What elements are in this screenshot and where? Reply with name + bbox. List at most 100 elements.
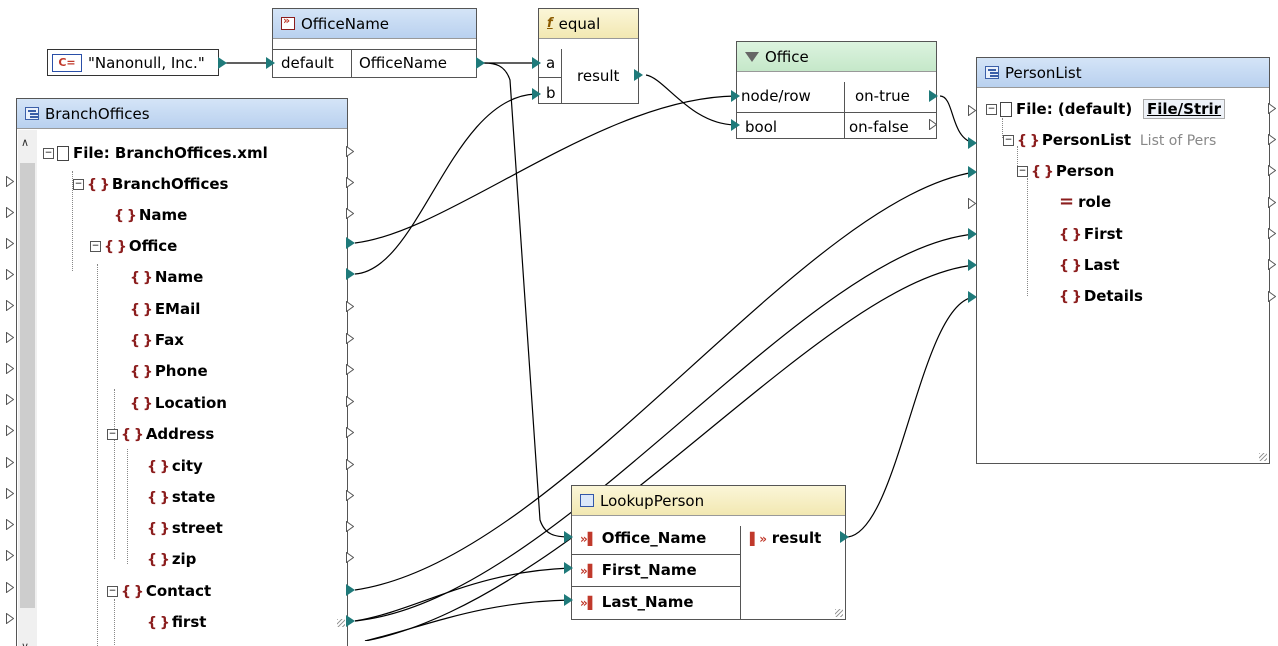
file-string-button[interactable]: File/Strir: [1142, 99, 1226, 119]
personlist-out-connector[interactable]: [1268, 259, 1276, 270]
output-connector-city[interactable]: [346, 459, 354, 470]
lookup-output-result[interactable]: ▌» result: [750, 529, 822, 547]
constant-value[interactable]: "Nanonull, Inc.": [88, 54, 205, 72]
personlist-title-bar[interactable]: PersonList: [977, 58, 1269, 88]
tree-item-person-last[interactable]: { }Last: [1059, 256, 1120, 274]
officename-default-connector[interactable]: [266, 57, 275, 69]
left-connector[interactable]: [6, 363, 14, 374]
output-connector-branchoffices[interactable]: [346, 177, 354, 188]
tree-item-role[interactable]: =role: [1059, 191, 1112, 212]
personlist-file-connector[interactable]: [968, 105, 976, 116]
left-connector[interactable]: [6, 238, 14, 249]
output-connector-zip[interactable]: [346, 552, 354, 563]
filter-office-component[interactable]: Office node/row bool on-true on-false: [736, 41, 937, 139]
equal-result-connector[interactable]: [634, 69, 643, 81]
output-connector-office[interactable]: [346, 237, 355, 249]
scroll-up-icon[interactable]: ∧: [21, 136, 30, 149]
constant-component[interactable]: C= "Nanonull, Inc.": [47, 49, 219, 76]
output-connector-first[interactable]: [346, 615, 355, 627]
left-connector[interactable]: [6, 300, 14, 311]
resize-grip-icon[interactable]: [1259, 453, 1267, 461]
output-connector-file[interactable]: [346, 146, 354, 157]
lookup-input-office-name[interactable]: »▌ Office_Name: [580, 529, 707, 547]
left-connector[interactable]: [6, 550, 14, 561]
output-connector-state[interactable]: [346, 490, 354, 501]
personlist-last-connector[interactable]: [968, 259, 977, 271]
lookupperson-component[interactable]: LookupPerson »▌ Office_Name »▌ First_Nam…: [571, 485, 846, 620]
tree-item-address[interactable]: −{ }Address: [107, 425, 215, 443]
tree-item-email[interactable]: { }EMail: [130, 300, 201, 318]
collapse-icon[interactable]: −: [107, 429, 118, 440]
personlist-file-row[interactable]: −File: (default) File/Strir: [986, 99, 1226, 119]
tree-item-location[interactable]: { }Location: [130, 394, 227, 412]
personlist-out-connector[interactable]: [1268, 228, 1276, 239]
lookup-officename-connector[interactable]: [564, 531, 573, 543]
branchoffices-file-row[interactable]: −File: BranchOffices.xml: [43, 143, 268, 163]
tree-item-first[interactable]: { }first: [147, 613, 207, 631]
personlist-role-connector[interactable]: [968, 198, 976, 209]
tree-item-office[interactable]: −{ }Office: [90, 237, 178, 255]
tree-item-contact[interactable]: −{ }Contact: [107, 582, 212, 600]
personlist-out-connector[interactable]: [1268, 197, 1276, 208]
filter-bool-connector[interactable]: [731, 119, 740, 131]
tree-item-office-name[interactable]: { }Name: [130, 268, 204, 286]
lookup-input-first-name[interactable]: »▌ First_Name: [580, 561, 697, 579]
vertical-scrollbar[interactable]: ∧ ∨: [18, 130, 37, 646]
tree-item-person[interactable]: −{ }Person: [1017, 162, 1115, 180]
personlist-target-component[interactable]: PersonList −File: (default) File/Strir −…: [976, 57, 1270, 464]
lookup-result-connector[interactable]: [840, 531, 849, 543]
left-connector[interactable]: [6, 269, 14, 280]
left-connector[interactable]: [6, 394, 14, 405]
equal-title-bar[interactable]: f equal: [539, 9, 638, 39]
personlist-out-connector[interactable]: [1268, 291, 1276, 302]
output-connector-name[interactable]: [346, 208, 354, 219]
collapse-icon[interactable]: −: [1003, 135, 1014, 146]
personlist-first-connector[interactable]: [968, 228, 977, 240]
left-connector[interactable]: [6, 613, 14, 624]
left-connector[interactable]: [6, 176, 14, 187]
equal-input-a-connector[interactable]: [532, 57, 541, 69]
output-connector-phone[interactable]: [346, 364, 354, 375]
tree-item-street[interactable]: { }street: [147, 519, 223, 537]
tree-item-phone[interactable]: { }Phone: [130, 362, 208, 380]
left-connector[interactable]: [6, 519, 14, 530]
output-connector-office-name[interactable]: [346, 268, 355, 280]
personlist-details-connector[interactable]: [968, 291, 977, 303]
lookup-lastname-connector[interactable]: [564, 594, 573, 606]
filter-ontrue-connector[interactable]: [929, 90, 938, 102]
left-connector[interactable]: [6, 582, 14, 593]
tree-item-fax[interactable]: { }Fax: [130, 331, 184, 349]
tree-item-personlist[interactable]: −{ }PersonList List of Pers: [1003, 131, 1217, 149]
filter-noderow-connector[interactable]: [731, 90, 740, 102]
tree-item-name[interactable]: { }Name: [114, 206, 188, 224]
left-connector[interactable]: [6, 457, 14, 468]
collapse-icon[interactable]: −: [107, 586, 118, 597]
output-connector-street[interactable]: [346, 521, 354, 532]
collapse-icon[interactable]: −: [43, 148, 54, 159]
tree-item-details[interactable]: { }Details: [1059, 287, 1143, 305]
left-connector[interactable]: [6, 425, 14, 436]
tree-item-zip[interactable]: { }zip: [147, 550, 197, 568]
personlist-out-connector[interactable]: [1268, 165, 1276, 176]
personlist-root-connector[interactable]: [968, 137, 977, 149]
resize-grip-icon[interactable]: [337, 619, 345, 627]
tree-item-person-first[interactable]: { }First: [1059, 225, 1123, 243]
filter-onfalse-connector[interactable]: [929, 119, 937, 130]
left-connector[interactable]: [6, 207, 14, 218]
left-connector[interactable]: [6, 488, 14, 499]
output-connector-address[interactable]: [346, 427, 354, 438]
personlist-out-connector[interactable]: [1268, 103, 1276, 114]
filter-title-bar[interactable]: Office: [737, 42, 936, 72]
lookup-input-last-name[interactable]: »▌ Last_Name: [580, 593, 694, 611]
tree-item-city[interactable]: { }city: [147, 457, 203, 475]
officename-output-connector[interactable]: [476, 57, 485, 69]
collapse-icon[interactable]: −: [73, 179, 84, 190]
output-connector-email[interactable]: [346, 301, 354, 312]
collapse-icon[interactable]: −: [1017, 166, 1028, 177]
constant-output-connector[interactable]: [218, 57, 227, 69]
collapse-icon[interactable]: −: [986, 104, 997, 115]
lookup-firstname-connector[interactable]: [564, 562, 573, 574]
tree-item-state[interactable]: { }state: [147, 488, 216, 506]
branchoffices-source-component[interactable]: BranchOffices ∧ ∨ −File: BranchOffices.x…: [16, 98, 348, 646]
collapse-icon[interactable]: −: [90, 241, 101, 252]
